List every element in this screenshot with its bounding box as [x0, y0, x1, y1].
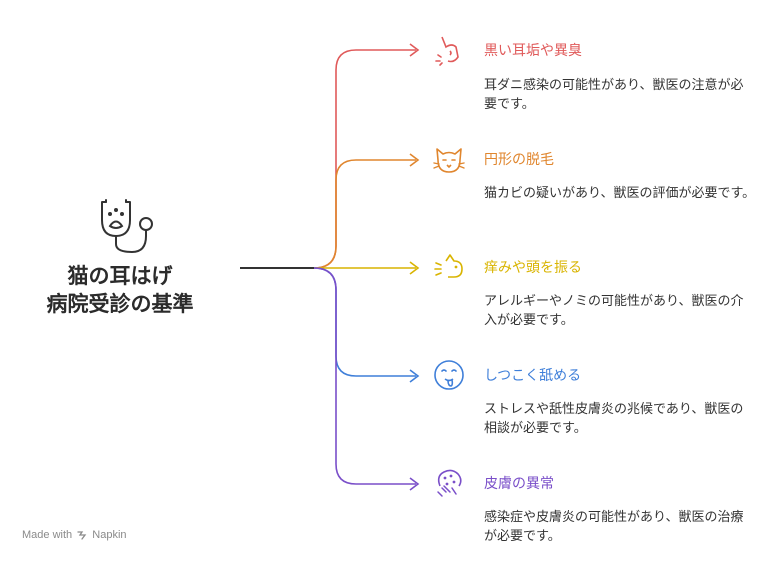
item-label-3: 痒みや頭を振る — [484, 260, 582, 276]
cat-face-icon — [432, 143, 466, 177]
branch-line-1 — [313, 49, 416, 269]
shaking-head-icon — [432, 251, 466, 285]
skin-spots-icon — [432, 466, 466, 500]
cat-ear-icon — [432, 33, 466, 67]
branch-line-5 — [313, 267, 416, 485]
arrow-2 — [409, 153, 420, 167]
item-description-2: 猫カビの疑いがあり、獣医の評価が必要です。 — [484, 186, 756, 201]
napkin-logo-icon — [77, 530, 87, 543]
branch-line-2 — [313, 159, 416, 269]
item-description-5: 感染症や皮膚炎の可能性があり、獣医の治療が必要です。 — [484, 510, 744, 544]
item-label-5: 皮膚の異常 — [484, 476, 554, 492]
napkin-brand: Napkin — [92, 529, 127, 541]
item-label-1: 黒い耳垢や異臭 — [484, 43, 582, 59]
title-line-1: 猫の耳はげ — [67, 264, 173, 288]
item-description-4: ストレスや舐性皮膚炎の兆候であり、獣医の相談が必要です。 — [484, 402, 744, 436]
item-description-1: 耳ダニ感染の可能性があり、獣医の注意が必要です。 — [484, 78, 744, 112]
item-label-4: しつこく舐める — [484, 368, 582, 384]
stethoscope-paw-icon — [92, 196, 158, 260]
arrow-5 — [409, 477, 420, 491]
item-label-2: 円形の脱毛 — [484, 152, 554, 168]
made-with-footer: Made with Napkin — [22, 529, 127, 543]
title-line-2: 病院受診の基準 — [46, 292, 194, 316]
licking-face-icon — [432, 358, 466, 392]
page-title: 猫の耳はげ 病院受診の基準 — [30, 262, 210, 318]
branch-line-4 — [313, 267, 416, 377]
item-description-3: アレルギーやノミの可能性があり、獣医の介入が必要です。 — [484, 294, 744, 328]
arrow-1 — [409, 43, 420, 57]
made-with-text: Made with — [22, 529, 73, 541]
arrow-4 — [409, 369, 420, 383]
arrow-3 — [409, 261, 420, 275]
